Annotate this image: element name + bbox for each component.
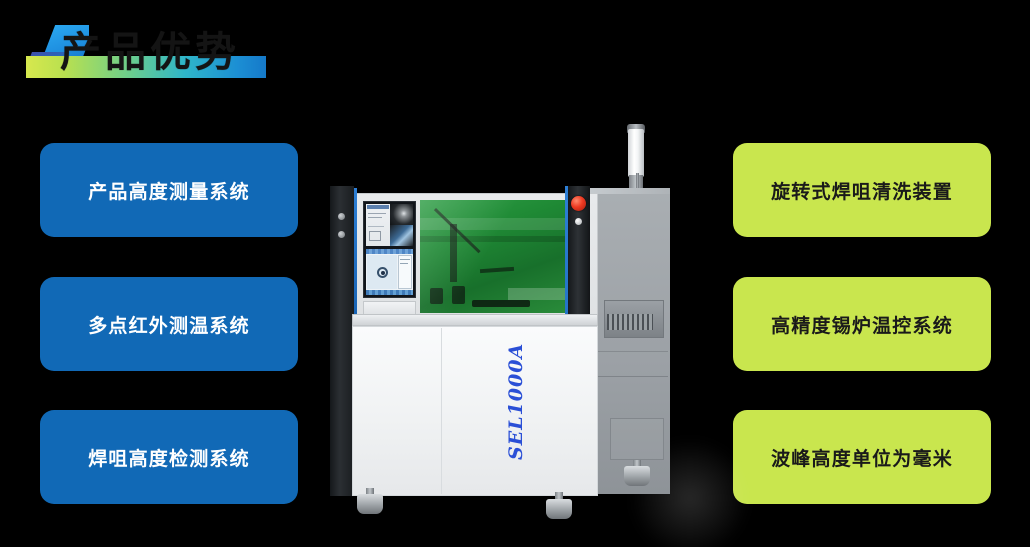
caster-stem [366,488,374,497]
machine-vent-grill-icon [607,314,653,330]
control-monitor-screen[interactable] [366,249,413,295]
feature-card-label: 产品高度测量系统 [88,180,250,203]
vision-ui-line [368,226,384,227]
caster-stem [633,460,641,469]
caster-foot-rear-right [624,466,650,486]
camera-feed-top [390,204,413,225]
vision-monitor-screen[interactable] [366,204,413,246]
feature-card-left-2[interactable]: 多点红外测温系统 [40,277,298,371]
window-vertical-column [450,224,457,282]
feature-card-label: 多点红外测温系统 [88,314,250,337]
vision-ui-box [369,231,381,241]
software-side-panel [398,255,412,289]
machine-green-window [420,200,588,313]
software-dial-icon [377,267,388,278]
machine-side-seam-lower [592,376,668,377]
window-conveyor-bar [472,300,530,307]
vision-ui-line [368,213,386,214]
software-toolbar [366,249,413,254]
software-panel-line [400,259,410,260]
feature-card-left-3[interactable]: 焊咀高度检测系统 [40,410,298,504]
feature-card-label: 旋转式焊咀清洗装置 [771,180,953,203]
signal-tower-lamp-icon [628,129,644,177]
feature-card-right-3[interactable]: 波峰高度单位为毫米 [733,410,991,504]
header: 产品优势 [0,0,1030,110]
cabinet-door-split [441,328,442,494]
feature-card-label: 高精度锡炉温控系统 [771,314,953,337]
caster-foot-front-right [546,499,572,519]
feature-card-label: 波峰高度单位为毫米 [771,447,953,470]
window-fixture-left [430,288,443,304]
feature-card-right-2[interactable]: 高精度锡炉温控系统 [733,277,991,371]
left-column-knob-lower-icon[interactable] [338,231,345,238]
page-title: 产品优势 [60,28,240,76]
software-dial-center [381,271,385,275]
window-fixture-right [452,286,465,304]
window-beam-top [420,218,588,230]
status-indicator-light-icon [575,218,582,225]
camera-feed-bottom [390,225,413,246]
vision-ui-titlebar [367,205,389,209]
window-inner-sliver [479,266,515,274]
title-underline-gradient [26,56,266,78]
left-column-knob-upper-icon[interactable] [338,213,345,220]
software-panel-line [400,263,408,264]
window-diagonal-rail [433,208,481,254]
machine-side-access-door [610,418,664,460]
feature-card-left-1[interactable]: 产品高度测量系统 [40,143,298,237]
machine-mid-shelf [352,314,598,326]
machine-lower-cabinet [352,326,598,496]
machine-illustration: SEL1000A [330,118,750,547]
caster-stem [555,492,563,501]
vision-ui-panel [366,204,390,246]
machine-side-seam-upper [592,351,668,352]
machine-right-top-edge [588,188,670,196]
emergency-stop-button-icon[interactable] [571,196,586,211]
machine-right-body [588,194,670,494]
signal-tower-cap-icon [627,124,645,133]
feature-card-label: 焊咀高度检测系统 [88,447,250,470]
caster-foot-front-left [357,494,383,514]
blue-accent-stripe-left [354,188,357,316]
window-beam-mid [420,236,588,242]
machine-model-label: SEL1000A [505,342,527,460]
software-statusbar [366,290,413,295]
feature-card-right-1[interactable]: 旋转式焊咀清洗装置 [733,143,991,237]
vision-ui-line [368,217,382,218]
